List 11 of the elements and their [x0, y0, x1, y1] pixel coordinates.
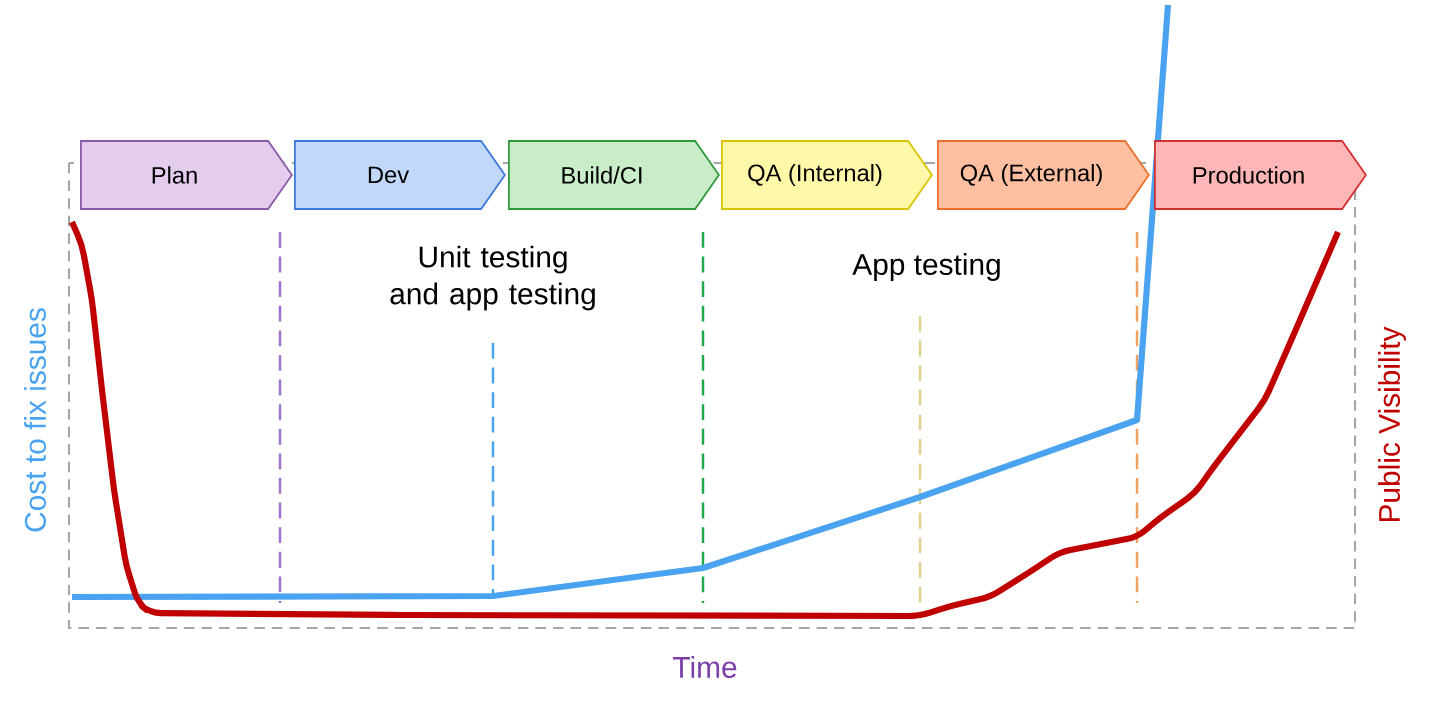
annotation-text: Public Visibility [1378, 326, 1406, 522]
phase-box: Plan [80, 140, 293, 210]
annotation-text: Cost to fix issues [24, 308, 46, 532]
annotation-text: Time [673, 656, 737, 678]
annotation-text: App testing [852, 253, 1000, 281]
phase-box: Dev [294, 140, 506, 210]
phase-box: Build/CI [508, 140, 720, 210]
annotation-text: Unit testing and app testing [390, 245, 595, 311]
phase-box: QA (Internal) [721, 140, 933, 210]
phase-box: Production [1154, 140, 1367, 210]
phase-box: QA (External) [937, 140, 1150, 210]
